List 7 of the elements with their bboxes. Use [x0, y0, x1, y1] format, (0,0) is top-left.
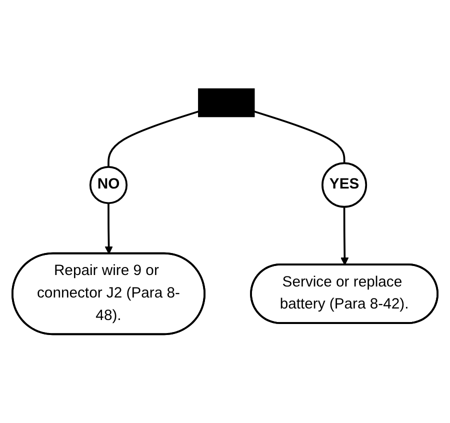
arrow [340, 206, 349, 266]
node-circle: NO [89, 166, 128, 204]
arrow [104, 203, 113, 254]
connector [108, 110, 199, 167]
connector [254, 110, 346, 164]
node-bar [198, 88, 255, 118]
node-circle: YES [322, 162, 368, 208]
